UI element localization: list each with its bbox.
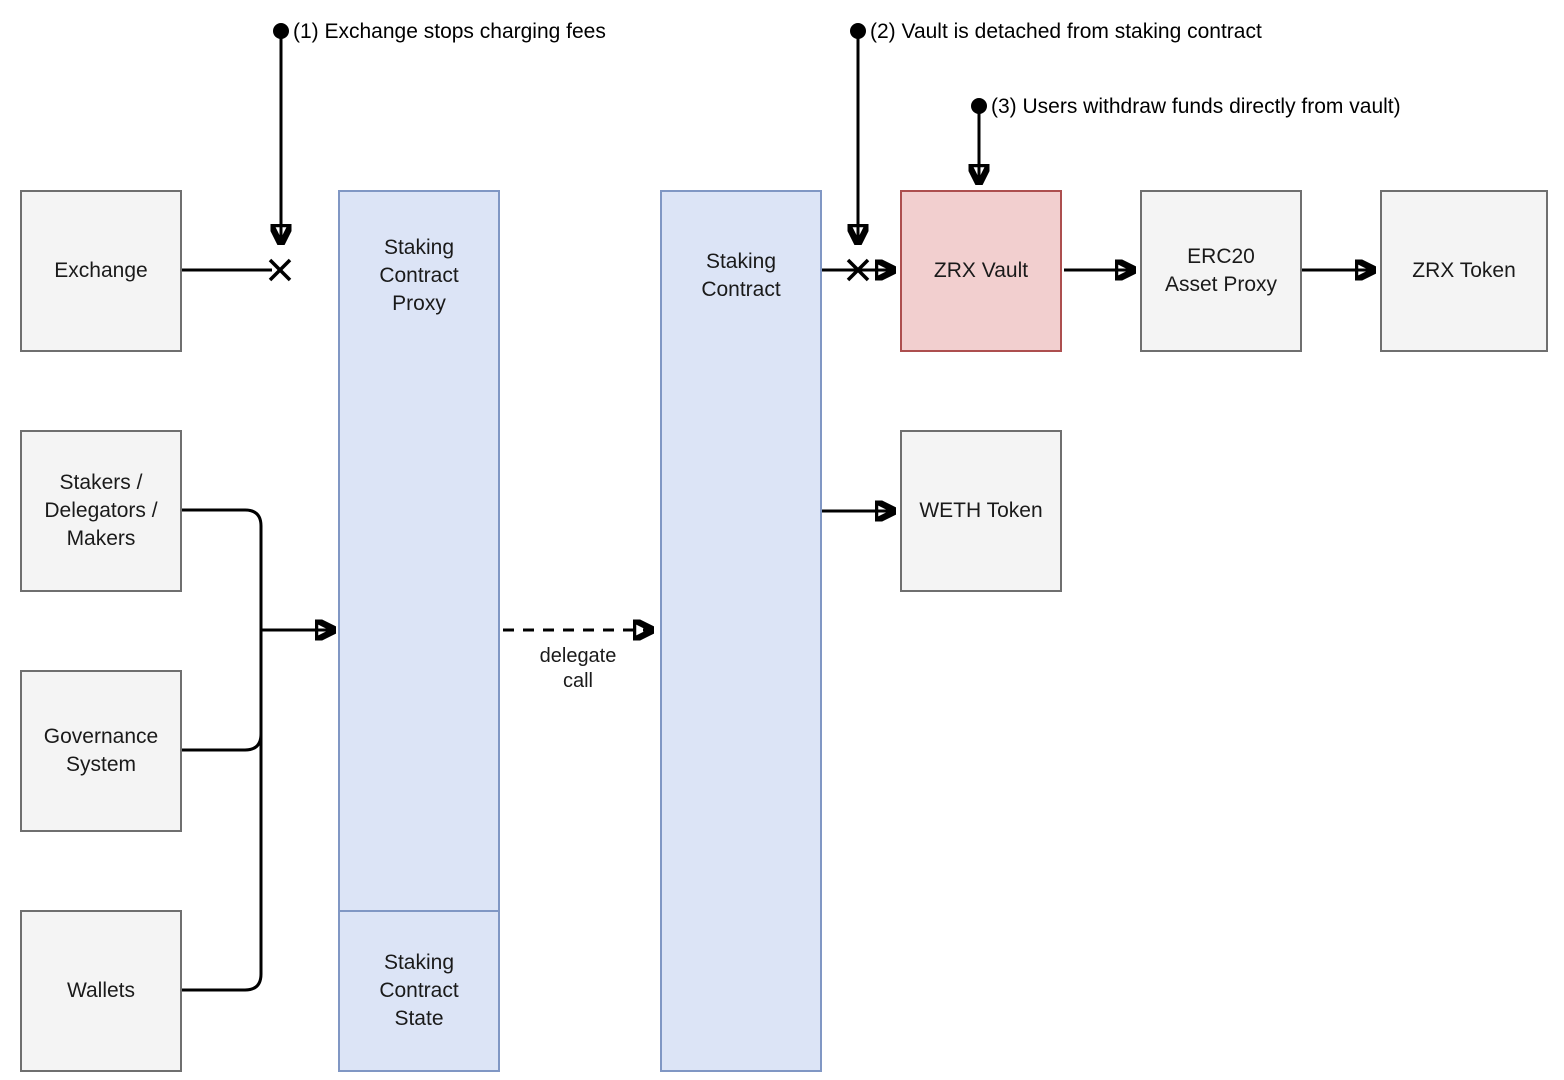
node-zrx-vault[interactable]: ZRX Vault [900, 190, 1062, 352]
node-weth-token[interactable]: WETH Token [900, 430, 1062, 592]
edge-actors-to-proxy [182, 508, 334, 992]
node-zrx-vault-label: ZRX Vault [933, 259, 1029, 282]
annotation-2-label: (2) Vault is detached from staking contr… [870, 20, 1262, 43]
node-staking-contract-state-label: Staking Contract State [379, 951, 459, 1030]
node-erc20-asset-proxy-label: ERC20 Asset Proxy [1164, 245, 1278, 296]
edge-label-delegate-call: delegate call [539, 645, 617, 692]
node-exchange[interactable]: Exchange [20, 190, 182, 352]
node-wallets[interactable]: Wallets [20, 910, 182, 1072]
node-staking-contract-proxy[interactable]: Staking Contract Proxy [338, 190, 500, 912]
callout-3-connector [971, 98, 987, 183]
node-wallets-label: Wallets [66, 979, 136, 1002]
node-stakers-delegators-makers[interactable]: Stakers / Delegators / Makers [20, 430, 182, 592]
edge-exchange-to-proxy [182, 258, 292, 282]
node-staking-contract[interactable]: Staking Contract [660, 190, 822, 1072]
node-governance-system[interactable]: Governance System [20, 670, 182, 832]
node-staking-contract-proxy-label: Staking Contract Proxy [379, 236, 459, 315]
annotation-1-label: (1) Exchange stops charging fees [293, 20, 606, 43]
node-stakers-delegators-makers-label: Stakers / Delegators / Makers [44, 471, 158, 550]
node-staking-contract-label: Staking Contract [701, 250, 781, 301]
node-staking-contract-state[interactable]: Staking Contract State [338, 910, 500, 1072]
node-erc20-asset-proxy[interactable]: ERC20 Asset Proxy [1140, 190, 1302, 352]
annotation-3-label: (3) Users withdraw funds directly from v… [991, 95, 1401, 118]
edge-staking-contract-to-vault [822, 258, 894, 282]
node-exchange-label: Exchange [54, 259, 148, 282]
node-governance-system-label: Governance System [43, 725, 159, 776]
callout-2-connector [850, 23, 866, 243]
node-weth-token-label: WETH Token [919, 499, 1043, 522]
callout-1-connector [273, 23, 289, 243]
node-zrx-token-label: ZRX Token [1412, 259, 1516, 282]
node-zrx-token[interactable]: ZRX Token [1380, 190, 1548, 352]
